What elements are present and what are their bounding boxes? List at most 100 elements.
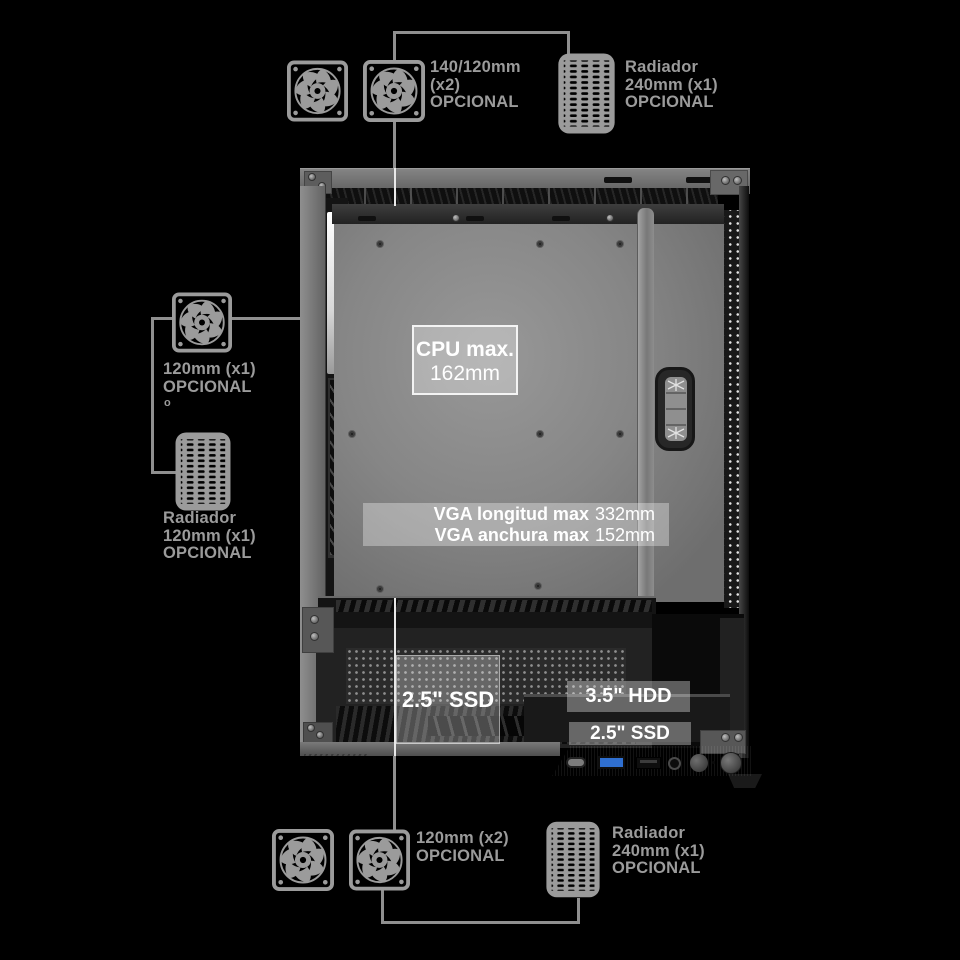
left-radiator-line2: 120mm (x1) bbox=[163, 526, 256, 545]
connector-line bbox=[577, 898, 580, 924]
screw bbox=[606, 214, 614, 222]
connector-line bbox=[381, 921, 580, 924]
audio-jack bbox=[668, 757, 681, 770]
grommet-detail bbox=[665, 377, 687, 441]
left-fan-line1: 120mm (x1) bbox=[163, 360, 256, 378]
bottom-radiator-line1: Radiador bbox=[612, 824, 686, 842]
fan-icon bbox=[172, 292, 232, 353]
screw bbox=[308, 173, 316, 181]
ssd-tray-text: 2.5" SSD bbox=[590, 723, 670, 744]
top-radiator-label: Radiador 240mm (x1) OPCIONAL bbox=[625, 58, 718, 112]
usb2-port bbox=[636, 757, 661, 769]
top-fans-line3: OPCIONAL bbox=[430, 93, 519, 111]
standoff-hole bbox=[536, 430, 544, 438]
connector-line bbox=[231, 317, 311, 320]
left-radiator-line3: OPCIONAL bbox=[163, 544, 252, 562]
screw bbox=[721, 176, 730, 185]
case-top-vent-strip bbox=[318, 188, 718, 204]
top-radiator-line1: Radiador bbox=[625, 58, 699, 76]
front-bracket bbox=[302, 607, 334, 653]
top-radiator-line3: OPCIONAL bbox=[625, 93, 714, 111]
usb-c-port bbox=[566, 757, 586, 768]
standoff-hole bbox=[376, 240, 384, 248]
hdd-bay-label: 3.5" HDD bbox=[567, 681, 690, 712]
cable-management-bar bbox=[637, 208, 654, 604]
screw bbox=[733, 176, 742, 185]
bottom-fans-label: 120mm (x2) OPCIONAL bbox=[416, 829, 509, 865]
left-radiator-line1: Radiador bbox=[163, 509, 237, 527]
radiator-icon bbox=[556, 52, 617, 135]
vga-width-label: VGA anchura max bbox=[434, 525, 589, 545]
bottom-radiator-line2: 240mm (x1) bbox=[612, 841, 705, 860]
rail-slot bbox=[552, 216, 570, 221]
top-fans-line2: (x2) bbox=[430, 75, 461, 94]
fan-icon bbox=[272, 829, 334, 891]
standoff-hole bbox=[376, 585, 384, 593]
ssd-bay-text: 2.5" SSD bbox=[401, 687, 495, 712]
connector-line bbox=[393, 756, 396, 832]
bottom-slots bbox=[428, 716, 543, 736]
reset-button bbox=[690, 754, 708, 772]
interior-top-rail bbox=[332, 204, 724, 224]
cpu-clearance-title: CPU max. bbox=[415, 338, 515, 361]
connector-line bbox=[381, 889, 384, 924]
top-frame-slot bbox=[686, 177, 714, 183]
rail-slot bbox=[358, 216, 376, 221]
power-button bbox=[720, 752, 742, 774]
bottom-radiator-label: Radiador 240mm (x1) OPCIONAL bbox=[612, 824, 705, 878]
cpu-clearance-label: CPU max. 162mm bbox=[412, 325, 518, 395]
connector-line bbox=[151, 317, 174, 320]
vga-length-value: 332mm bbox=[594, 504, 655, 524]
connector-line bbox=[394, 598, 396, 756]
connector-line bbox=[151, 471, 177, 474]
screw bbox=[307, 724, 315, 732]
connector-line bbox=[393, 31, 570, 34]
vga-length-label: VGA longitud max bbox=[433, 504, 589, 524]
standoff-hole bbox=[348, 430, 356, 438]
fan-icon bbox=[363, 60, 425, 122]
hdd-bay-text: 3.5" HDD bbox=[585, 685, 672, 707]
ssd-bay-label: 2.5" SSD bbox=[396, 655, 500, 744]
top-frame-slot bbox=[604, 177, 632, 183]
usb3-port bbox=[598, 756, 625, 769]
ssd-tray-hardware bbox=[524, 694, 730, 742]
standoff-hole bbox=[616, 430, 624, 438]
standoff-hole bbox=[616, 240, 624, 248]
connector-line bbox=[151, 317, 154, 474]
screw bbox=[734, 733, 743, 742]
fan-icon bbox=[349, 829, 410, 891]
case-rear-frame bbox=[739, 186, 749, 758]
radiator-icon bbox=[545, 818, 601, 901]
led-hole bbox=[712, 761, 715, 764]
stray-mark: o bbox=[164, 397, 171, 409]
screw bbox=[452, 214, 460, 222]
bottom-radiator-line3: OPCIONAL bbox=[612, 859, 701, 877]
bottom-fans-line2: OPCIONAL bbox=[416, 846, 505, 865]
standoff-hole bbox=[536, 240, 544, 248]
case-foot bbox=[304, 754, 368, 782]
usb2-tab bbox=[640, 760, 657, 763]
top-radiator-line2: 240mm (x1) bbox=[625, 75, 718, 94]
fan-icon bbox=[287, 60, 348, 122]
left-fan-line2: OPCIONAL bbox=[163, 377, 252, 396]
cpu-clearance-value: 162mm bbox=[429, 362, 501, 385]
left-radiator-label: Radiador 120mm (x1) OPCIONAL bbox=[163, 509, 256, 563]
screw bbox=[721, 733, 730, 742]
connector-line bbox=[567, 31, 570, 56]
bottom-fans-line1: 120mm (x2) bbox=[416, 829, 509, 847]
rail-slot bbox=[466, 216, 484, 221]
rear-vent-dots bbox=[724, 210, 739, 608]
left-fan-label: 120mm (x1) OPCIONAL bbox=[163, 360, 256, 396]
screw bbox=[310, 615, 319, 624]
top-fans-label: 140/120mm (x2) OPCIONAL bbox=[430, 58, 521, 112]
standoff-hole bbox=[534, 582, 542, 590]
vga-width-value: 152mm bbox=[594, 525, 655, 545]
cable-grommet bbox=[655, 367, 695, 451]
ssd-tray-label: 2.5" SSD bbox=[569, 722, 691, 745]
screw bbox=[310, 632, 319, 641]
top-fans-line1: 140/120mm bbox=[430, 58, 521, 76]
